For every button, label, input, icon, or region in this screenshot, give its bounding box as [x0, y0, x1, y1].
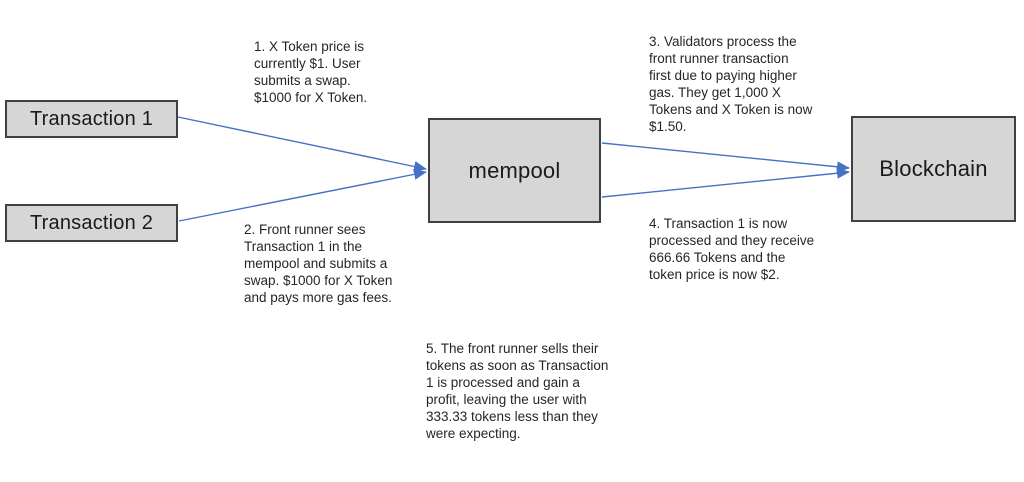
- node-transaction-2-label: Transaction 2: [29, 211, 154, 234]
- node-blockchain-label: Blockchain: [879, 156, 988, 181]
- annotation-step-3: 3. Validators process the front runner t…: [649, 34, 813, 134]
- node-transaction-1-label: Transaction 1: [29, 107, 154, 130]
- arrow-mempool-to-blockchain-upper: [601, 142, 850, 173]
- node-blockchain: Blockchain: [851, 116, 1016, 222]
- node-mempool: mempool: [428, 118, 601, 223]
- annotation-step-1: 1. X Token price is currently $1. User s…: [254, 39, 368, 105]
- annotation-step-4: 4. Transaction 1 is now processed and th…: [649, 216, 815, 282]
- node-transaction-1: Transaction 1: [5, 100, 178, 138]
- node-mempool-label: mempool: [468, 157, 561, 183]
- annotation-step-2: 2. Front runner sees Transaction 1 in th…: [244, 222, 393, 305]
- arrow-transaction2-to-mempool: [178, 168, 427, 222]
- node-transaction-2: Transaction 2: [5, 204, 178, 242]
- annotation-step-5: 5. The front runner sells their tokens a…: [426, 341, 609, 441]
- arrow-transaction1-to-mempool: [177, 116, 427, 172]
- arrow-mempool-to-blockchain-lower: [601, 167, 850, 198]
